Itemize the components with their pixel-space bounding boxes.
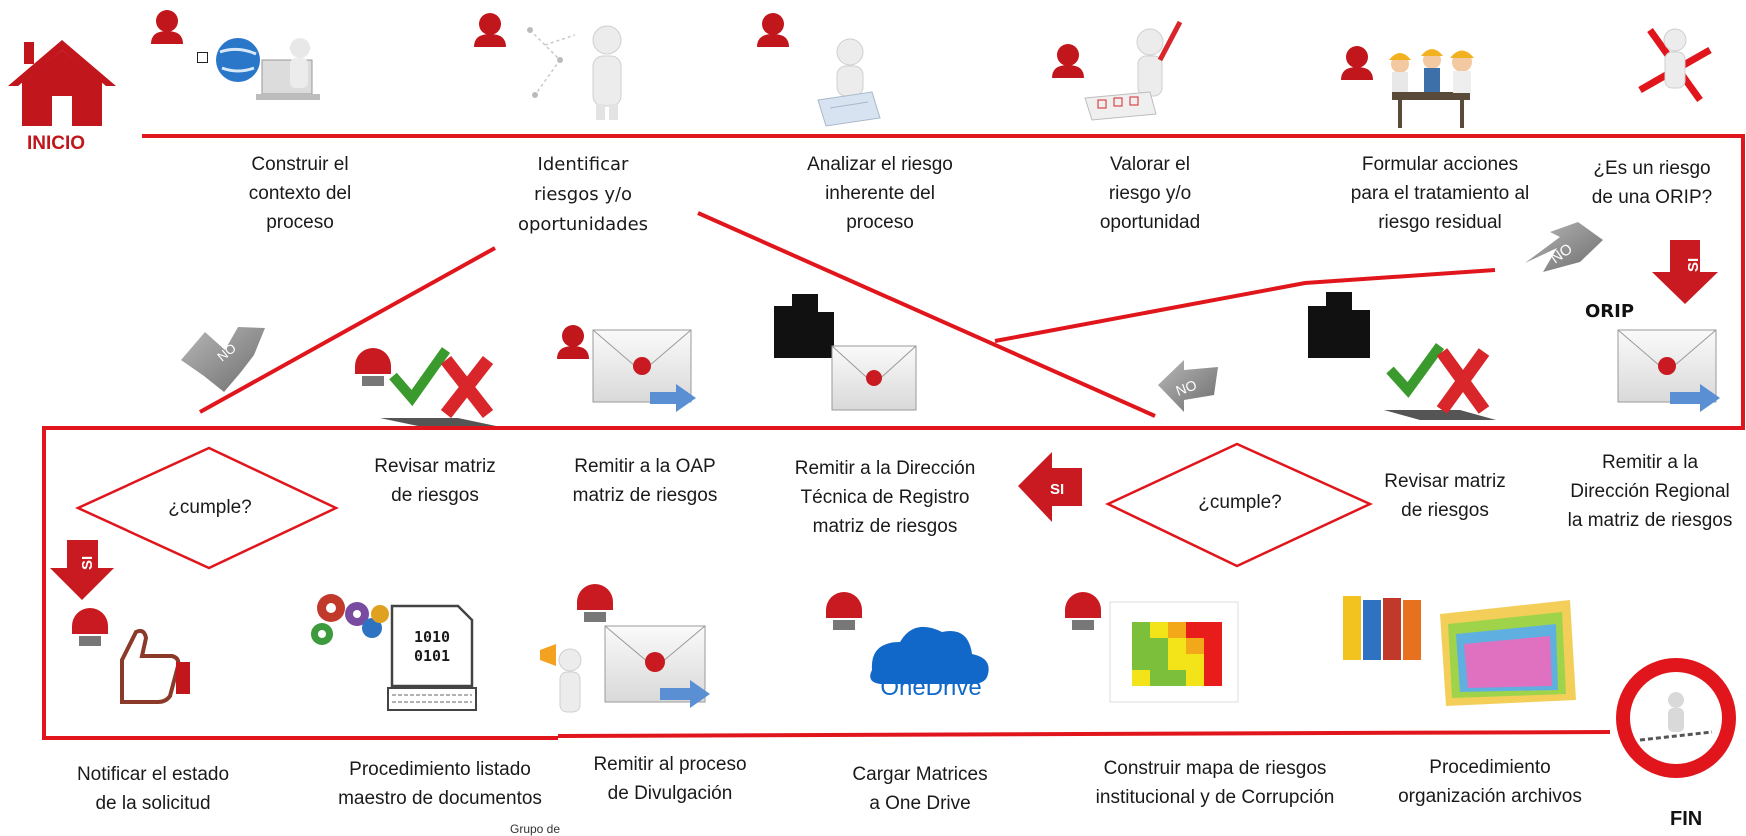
si-arrow-left: SI	[1018, 452, 1082, 522]
thinking-figure-illustration	[527, 25, 622, 120]
envelope-icon-dr	[1617, 329, 1720, 412]
alarm-icon-divulgacion	[577, 584, 613, 622]
diag-line-2	[697, 211, 1156, 418]
no-arrow-middle: NO	[1158, 360, 1218, 412]
si-arrow-label: SI	[1685, 258, 1702, 272]
si-arrow-label: SI	[1050, 481, 1064, 498]
building-icon-revisar-2	[1308, 292, 1370, 358]
envelope-icon-dtr	[831, 345, 917, 411]
decision-diamond-1	[74, 446, 339, 570]
bottom-flow-line	[557, 730, 1611, 738]
megaphone-figure-icon	[540, 644, 582, 713]
checkbox-marker	[197, 52, 208, 63]
gears-icon	[311, 594, 389, 645]
footer-partial-text: Grupo de	[510, 822, 561, 836]
alarm-icon-onedrive	[826, 592, 862, 630]
step-analizar: Analizar el riesgo inherente del proceso	[807, 154, 953, 233]
outer-flow-line	[42, 134, 1745, 740]
building-icon-dtr	[774, 294, 834, 358]
onedrive-label: OneDrive	[880, 674, 982, 701]
step-remitir-dtr: Remitir a la Dirección Técnica de Regist…	[794, 458, 976, 537]
si-arrow-down-right: SI	[1652, 240, 1718, 304]
orip-label: ORIP	[1585, 301, 1635, 322]
user-icon-identificar	[474, 13, 506, 47]
thumbs-up-icon	[120, 628, 190, 704]
computer-user-illustration	[216, 38, 320, 100]
step-revisar-2: Revisar matriz de riesgos	[1384, 471, 1506, 521]
start-label: INICIO	[27, 133, 86, 154]
no-arrow-right: NO	[1525, 222, 1603, 272]
onedrive-cloud-icon	[870, 626, 989, 684]
step-contexto: Construir el contexto del proceso	[248, 154, 352, 233]
decision-label-2: ¿cumple?	[1198, 492, 1282, 513]
envelope-icon-divulgacion	[604, 625, 710, 708]
risk-heatmap-icon	[1109, 601, 1239, 703]
checklist-figure-illustration	[1084, 20, 1183, 121]
user-icon-formular	[1341, 46, 1373, 80]
code-document-icon	[387, 604, 477, 711]
si-arrow-label: SI	[79, 556, 96, 570]
analyze-figure-illustration	[817, 38, 881, 127]
alarm-icon-mapa	[1065, 592, 1101, 630]
step-remitir-dr: Remitir a la Dirección Regional la matri…	[1567, 452, 1733, 531]
binders-icon	[1343, 596, 1421, 660]
user-icon-valorar	[1052, 44, 1084, 78]
fin-icon[interactable]	[1616, 658, 1736, 778]
envelope-icon-oap	[592, 329, 696, 412]
binary-text: 1010 0101	[413, 628, 451, 665]
step-remitir-oap: Remitir a la OAP matriz de riesgos	[572, 456, 718, 506]
step-procedimiento-listado: Procedimiento listado maestro de documen…	[338, 759, 542, 809]
diag-line-1	[199, 246, 496, 414]
step-formular: Formular acciones para el tratamiento al…	[1350, 154, 1530, 233]
si-arrow-down-left: SI	[50, 540, 114, 600]
step-identificar: Identificar riesgos y/o oportunidades	[517, 154, 649, 235]
decision-label-1: ¿cumple?	[168, 497, 252, 518]
no-arrow-left: NO	[181, 327, 265, 392]
diag-line-3	[994, 268, 1496, 343]
flow-lines	[42, 134, 1745, 740]
user-icon-contexto	[151, 10, 183, 44]
alarm-icon-notificar	[72, 608, 108, 646]
file-folders-icon	[1440, 600, 1576, 706]
check-cross-icon-revisar-2	[1384, 343, 1496, 420]
home-icon[interactable]	[8, 40, 116, 126]
crossed-path-illustration	[1638, 27, 1712, 103]
end-label: FIN	[1670, 808, 1703, 830]
user-icon-analizar	[757, 13, 789, 47]
decision-diamond-2	[1105, 442, 1373, 568]
step-valorar: Valorar el riesgo y/o oportunidad	[1099, 154, 1201, 233]
user-icon-remitir-oap	[557, 325, 589, 359]
step-divulgacion: Remitir al proceso de Divulgación	[593, 754, 747, 804]
check-cross-icon-revisar-1	[380, 347, 496, 426]
step-cargar: Cargar Matrices a One Drive	[852, 764, 988, 814]
team-meeting-illustration	[1389, 49, 1474, 128]
step-revisar-1: Revisar matriz de riesgos	[374, 456, 496, 506]
no-arrow-label: NO	[1174, 377, 1199, 399]
alarm-icon-revisar-1	[355, 348, 391, 386]
step-mapa: Construir mapa de riesgos institucional …	[1095, 758, 1335, 808]
step-archivos: Procedimiento organización archivos	[1398, 757, 1582, 807]
step-notificar: Notificar el estado de la solicitud	[76, 764, 230, 814]
step-es-orip: ¿Es un riesgo de una ORIP?	[1591, 158, 1713, 208]
